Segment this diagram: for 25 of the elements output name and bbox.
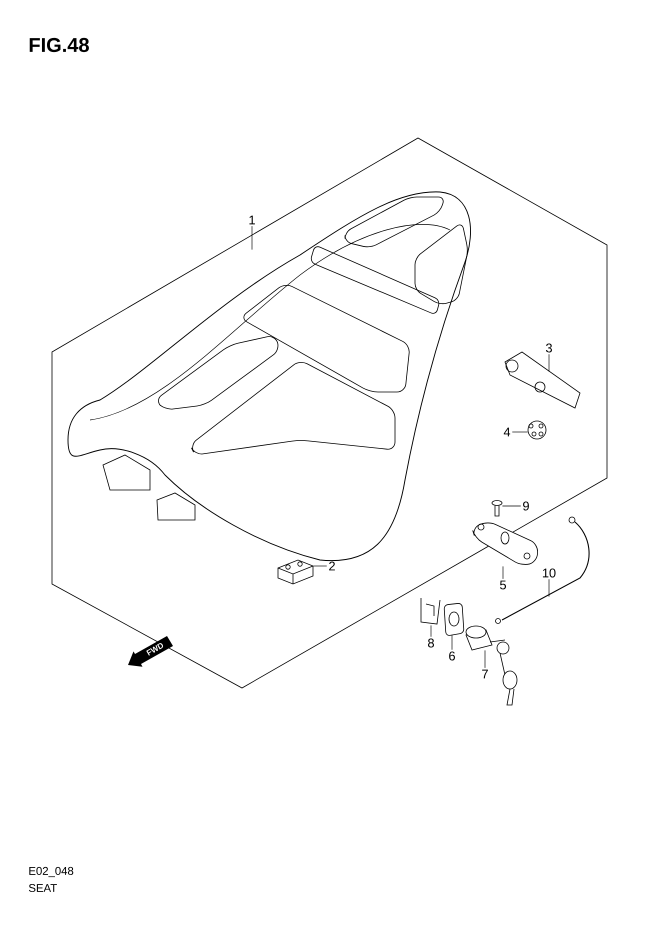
leader-line	[430, 625, 432, 638]
callout-number: 4	[504, 428, 510, 436]
bracket-drawing	[504, 352, 580, 409]
rubber-block-drawing	[278, 560, 314, 584]
seat-drawing	[68, 192, 471, 562]
leader-line	[484, 650, 486, 668]
arrow-label: FWD	[146, 643, 164, 656]
grommet-drawing	[528, 420, 546, 440]
callout-number: 6	[449, 652, 455, 660]
lock-plate-drawing	[472, 522, 538, 565]
callout-number: 2	[329, 562, 335, 570]
gasket-drawing	[444, 603, 464, 636]
leader-line	[548, 354, 550, 372]
drawing-code: E02_048	[29, 866, 74, 878]
cable-drawing	[495, 516, 590, 624]
callout-number: 9	[523, 502, 529, 510]
leader-line	[502, 566, 504, 580]
figure-title: FIG.48	[30, 38, 89, 52]
figure-caption: SEAT	[28, 884, 57, 892]
screw-drawing	[492, 500, 502, 516]
callout-number: 3	[546, 344, 552, 352]
callout-number: 8	[428, 638, 434, 648]
callout-number: 1	[249, 216, 255, 224]
leader-line	[548, 578, 550, 597]
clip-drawing	[420, 598, 440, 624]
